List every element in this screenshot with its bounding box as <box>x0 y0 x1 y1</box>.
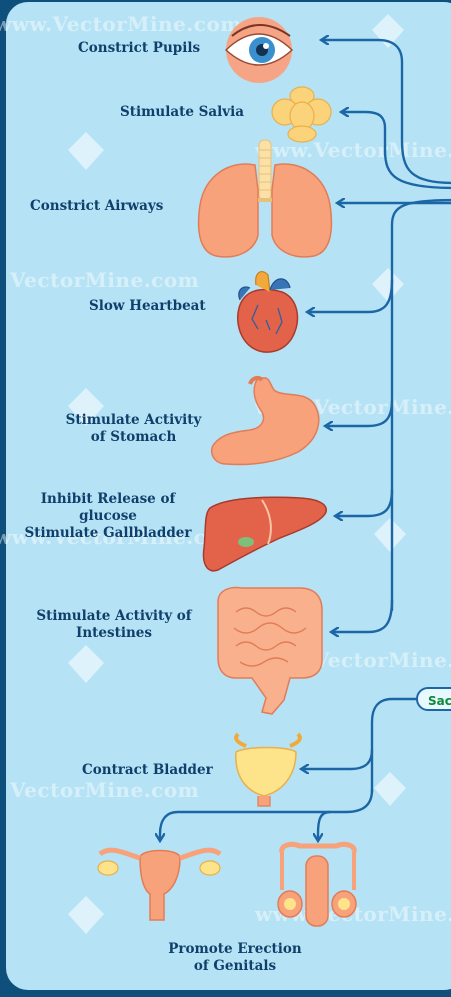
label-line: glucose <box>18 508 198 525</box>
label-constrict-airways: Constrict Airways <box>30 198 163 215</box>
label-line: Intestines <box>25 625 203 642</box>
eye-icon <box>226 17 292 83</box>
salivary-gland-icon <box>272 87 331 142</box>
lungs-icon <box>199 140 332 257</box>
intestines-icon <box>218 588 322 714</box>
label-line: Inhibit Release of <box>18 491 198 508</box>
arrow-to-intestines <box>332 600 392 632</box>
liver-icon <box>204 497 327 570</box>
arrow-to-salivary <box>342 112 451 188</box>
label-liver-gallbladder: Inhibit Release of glucose Stimulate Gal… <box>18 491 198 542</box>
arrow-to-male-genitals <box>318 812 330 840</box>
sacral-tag: Sac <box>416 687 451 711</box>
label-stimulate-stomach: Stimulate Activity of Stomach <box>56 412 211 446</box>
label-contract-bladder: Contract Bladder <box>82 762 213 779</box>
label-line: of Stomach <box>56 429 211 446</box>
bladder-icon <box>236 734 300 806</box>
vagus-trunk <box>392 200 451 610</box>
arrow-to-bladder <box>302 750 372 769</box>
label-line: Stimulate Activity of <box>25 608 203 625</box>
label-promote-erection: Promote Erection of Genitals <box>160 941 310 975</box>
label-constrict-pupils: Constrict Pupils <box>78 40 200 57</box>
label-line: of Genitals <box>160 958 310 975</box>
heart-icon <box>238 272 298 353</box>
male-reproductive-icon <box>278 844 356 926</box>
arrow-to-stomach <box>326 400 392 426</box>
label-line: Stimulate Activity <box>56 412 211 429</box>
label-slow-heartbeat: Slow Heartbeat <box>89 298 206 315</box>
arrow-to-liver <box>336 490 392 516</box>
label-stimulate-intestines: Stimulate Activity of Intestines <box>25 608 203 642</box>
female-reproductive-icon <box>98 850 220 920</box>
label-line: Promote Erection <box>160 941 310 958</box>
watermark-logo-icon <box>68 14 406 934</box>
label-stimulate-salvia: Stimulate Salvia <box>120 104 244 121</box>
stomach-icon <box>212 378 319 465</box>
label-line: Stimulate Gallbladder <box>18 525 198 542</box>
